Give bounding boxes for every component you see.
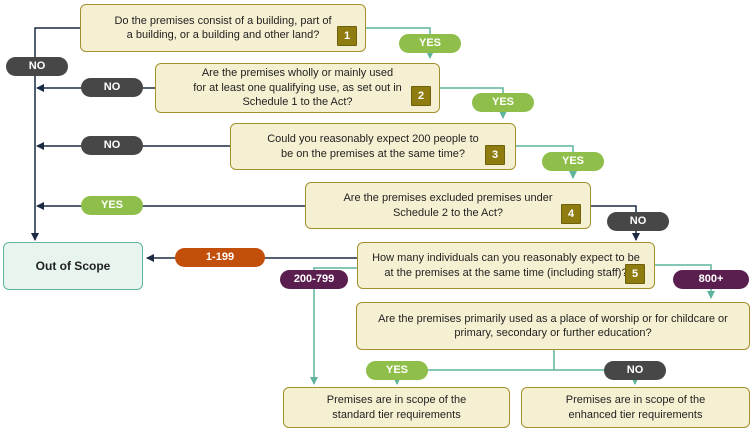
question-text-6: Are the premises primarily used as a pla… bbox=[378, 312, 728, 340]
question-box-4: Are the premises excluded premises under… bbox=[305, 182, 591, 229]
q6-yes-pill: YES bbox=[366, 361, 428, 380]
outcome-enhanced-tier: Premises are in scope of the enhanced ti… bbox=[521, 387, 750, 428]
question-number-3: 3 bbox=[485, 145, 505, 165]
outcome-out-of-scope: Out of Scope bbox=[3, 242, 143, 290]
question-number-4: 4 bbox=[561, 204, 581, 224]
outcome-standard-tier-label: Premises are in scope of the standard ti… bbox=[326, 394, 467, 421]
q2-no-pill: NO bbox=[81, 78, 143, 97]
question-text-5: How many individuals can you reasonably … bbox=[372, 252, 640, 279]
q3-no-pill: NO bbox=[81, 136, 143, 155]
question-number-1: 1 bbox=[337, 26, 357, 46]
outcome-standard-tier: Premises are in scope of the standard ti… bbox=[283, 387, 510, 428]
q1-no-pill: NO bbox=[6, 57, 68, 76]
q4-yes-pill: YES bbox=[81, 196, 143, 215]
q2-yes-pill: YES bbox=[472, 93, 534, 112]
outcome-out-of-scope-label: Out of Scope bbox=[35, 259, 111, 273]
question-number-5: 5 bbox=[625, 264, 645, 284]
question-text-1: Do the premises consist of a building, p… bbox=[114, 14, 332, 42]
range-800-plus-pill: 800+ bbox=[673, 270, 749, 289]
range-1-199-pill: 1-199 bbox=[175, 248, 265, 267]
question-box-6: Are the premises primarily used as a pla… bbox=[356, 302, 750, 350]
outcome-enhanced-tier-label: Premises are in scope of the enhanced ti… bbox=[565, 394, 706, 421]
question-box-3: Could you reasonably expect 200 people t… bbox=[230, 123, 516, 170]
question-box-5: How many individuals can you reasonably … bbox=[357, 242, 655, 289]
question-box-2: Are the premises wholly or mainly used f… bbox=[155, 63, 440, 113]
connector-q5-mid bbox=[310, 267, 357, 385]
question-text-4: Are the premises excluded premises under… bbox=[343, 192, 553, 219]
question-text-2: Are the premises wholly or mainly used f… bbox=[193, 67, 402, 109]
q3-yes-pill: YES bbox=[542, 152, 604, 171]
range-200-799-pill: 200-799 bbox=[280, 270, 348, 289]
question-text-3: Could you reasonably expect 200 people t… bbox=[267, 133, 479, 160]
connector-q1-no bbox=[31, 27, 80, 241]
question-box-1: Do the premises consist of a building, p… bbox=[80, 4, 366, 52]
question-number-2: 2 bbox=[411, 86, 431, 106]
q4-no-pill: NO bbox=[607, 212, 669, 231]
q1-yes-pill: YES bbox=[399, 34, 461, 53]
q6-no-pill: NO bbox=[604, 361, 666, 380]
